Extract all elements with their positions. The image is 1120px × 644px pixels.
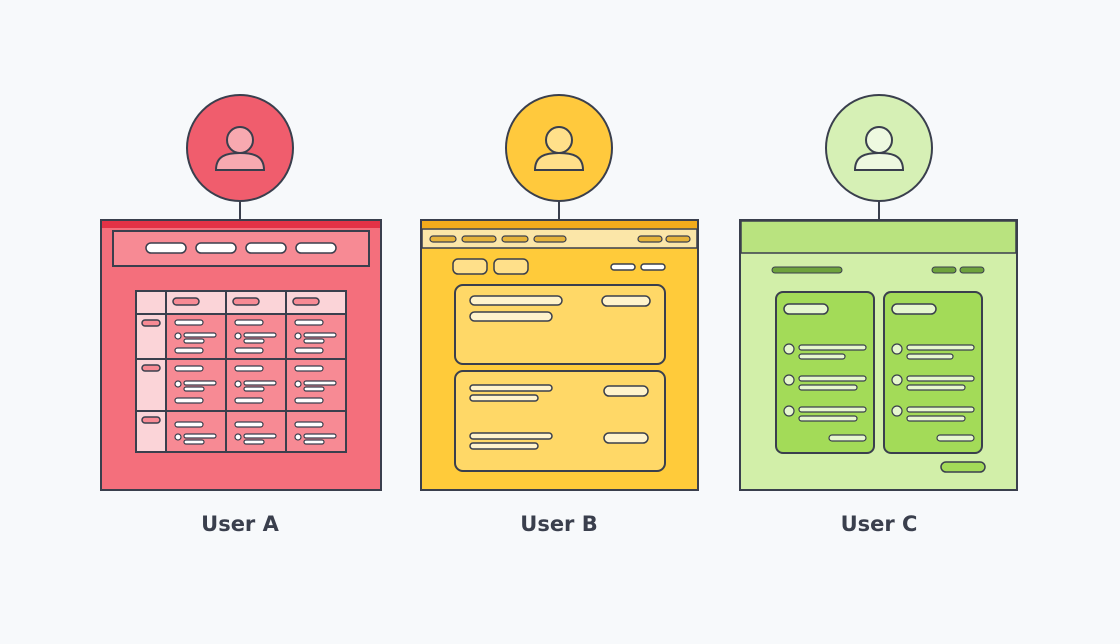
window-a-table-cells <box>174 319 337 445</box>
window-b-card-2 <box>454 370 666 472</box>
window-c-column-1 <box>775 291 875 454</box>
user-c-label: User C <box>840 512 918 536</box>
user-avatar-icon <box>853 126 905 171</box>
user-b-group <box>420 94 699 491</box>
window-b-toolbar <box>452 258 666 275</box>
window-c-bars <box>771 266 985 274</box>
window-c-column-2 <box>883 291 983 454</box>
window-b-nav-items <box>429 235 691 243</box>
user-avatar-icon <box>533 126 585 171</box>
window-b-card-1 <box>454 284 666 365</box>
window-c-header <box>740 220 1017 254</box>
user-avatar-icon <box>214 126 266 171</box>
user-a-label: User A <box>201 512 279 536</box>
user-b-label: User B <box>520 512 598 536</box>
window-a-nav-items <box>145 242 337 254</box>
user-a-group <box>100 94 382 491</box>
window-a-topbar <box>102 221 380 228</box>
window-a-table-headers <box>141 297 320 424</box>
user-c-group <box>739 94 1018 491</box>
window-b-topbar <box>422 221 697 228</box>
window-c-action-button <box>940 461 986 473</box>
